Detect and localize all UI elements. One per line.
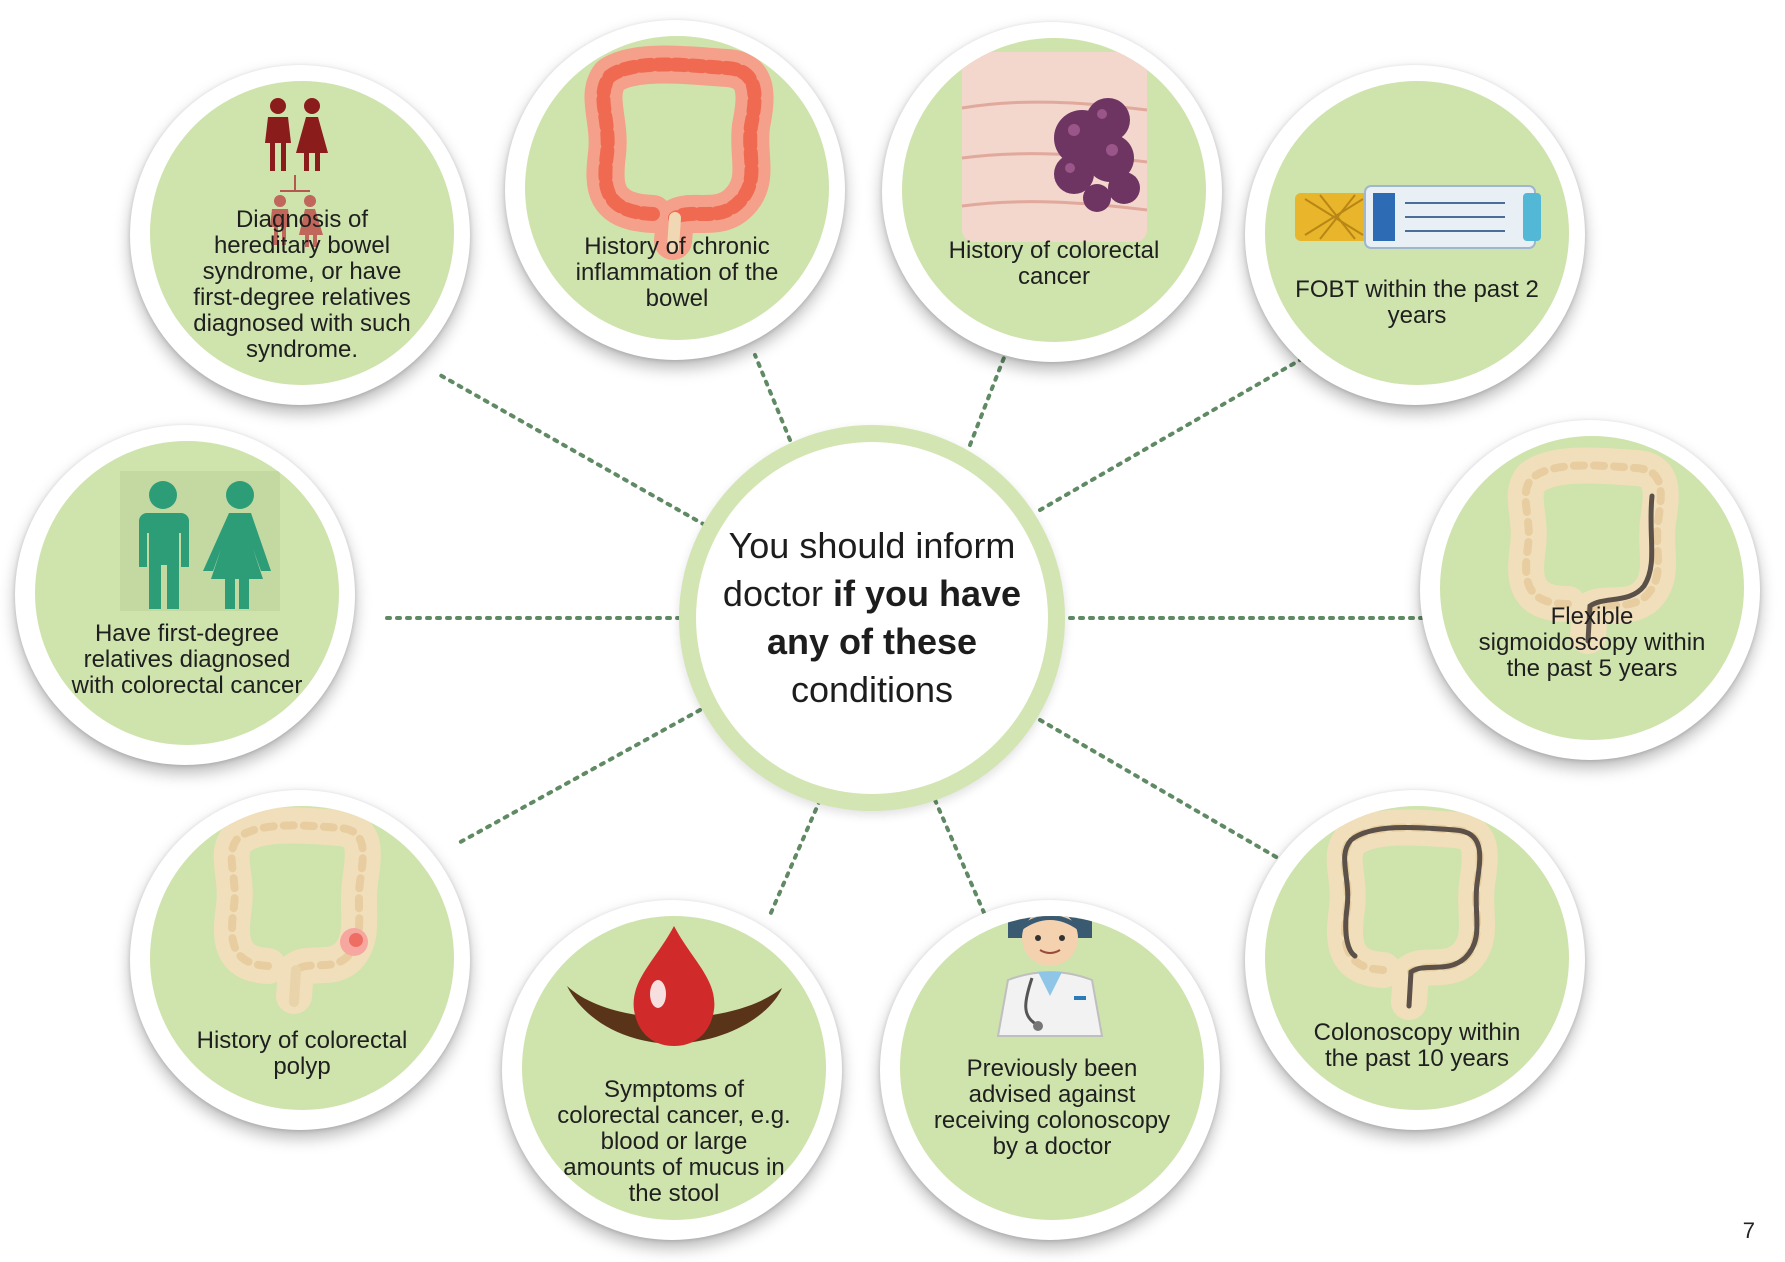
condition-label: Colonoscopy within the past 10 years	[1313, 1019, 1521, 1072]
condition-label: Have first-degree relatives diagnosed wi…	[71, 620, 303, 699]
condition-hereditary: Diagnosis of hereditary bowel syndrome, …	[130, 65, 470, 405]
condition-label: History of colorectal polyp	[196, 1027, 408, 1080]
page-number: 7	[1742, 1218, 1755, 1243]
center-text-part2: conditions	[790, 669, 954, 710]
condition-advised: Previously been advised against receivin…	[880, 900, 1220, 1240]
condition-label: Symptoms of colorectal cancer, e.g. bloo…	[557, 1076, 791, 1207]
connector-fobt	[1038, 358, 1302, 512]
center-message: You should inform doctor if you have any…	[679, 425, 1065, 811]
condition-relatives: Have first-degree relatives diagnosed wi…	[15, 425, 355, 765]
condition-sigmoidoscopy: Flexible sigmoidoscopy within the past 5…	[1420, 420, 1760, 760]
colonoscope-colon-icon	[1326, 809, 1498, 1020]
connector-inflammation	[753, 353, 792, 442]
sigmoidoscope-colon-icon	[1507, 447, 1679, 654]
condition-symptoms: Symptoms of colorectal cancer, e.g. bloo…	[502, 900, 842, 1240]
condition-label: Diagnosis of hereditary bowel syndrome, …	[193, 206, 411, 363]
connector-hereditary	[438, 373, 707, 527]
blood-drop-icon	[567, 926, 782, 1046]
condition-fobt: FOBT within the past 2 years	[1245, 65, 1585, 405]
condition-label: History of chronic inflammation of the b…	[575, 233, 779, 312]
inflamed-colon-icon	[584, 45, 774, 260]
condition-label: FOBT within the past 2 years	[1295, 276, 1539, 329]
condition-colonoscopy: Colonoscopy within the past 10 years	[1245, 790, 1585, 1130]
connector-cancer-history	[968, 353, 1007, 447]
condition-cancer-history: History of colorectal cancer	[882, 22, 1222, 362]
doctor-icon	[996, 916, 1104, 1037]
connector-advised	[933, 798, 987, 917]
polyp-colon-icon	[213, 807, 381, 1014]
condition-polyp: History of colorectal polyp	[130, 790, 470, 1130]
connector-colonoscopy	[1038, 718, 1292, 867]
tumor-icon	[961, 52, 1148, 242]
man-woman-icon	[120, 471, 280, 611]
condition-label: Previously been advised against receivin…	[933, 1055, 1171, 1160]
connector-polyp	[453, 708, 702, 847]
center-text-bold: if you have any of these	[766, 573, 1022, 662]
center-text: You should inform doctor if you have any…	[722, 522, 1022, 714]
condition-label: Flexible sigmoidoscopy within the past 5…	[1478, 603, 1706, 682]
connector-symptoms	[768, 798, 822, 917]
fobt-tube-icon	[1295, 185, 1541, 249]
center-text-part1: You should inform doctor	[722, 525, 1016, 614]
condition-inflammation: History of chronic inflammation of the b…	[505, 20, 845, 360]
condition-label: History of colorectal cancer	[948, 237, 1160, 290]
family-icon	[265, 98, 328, 247]
